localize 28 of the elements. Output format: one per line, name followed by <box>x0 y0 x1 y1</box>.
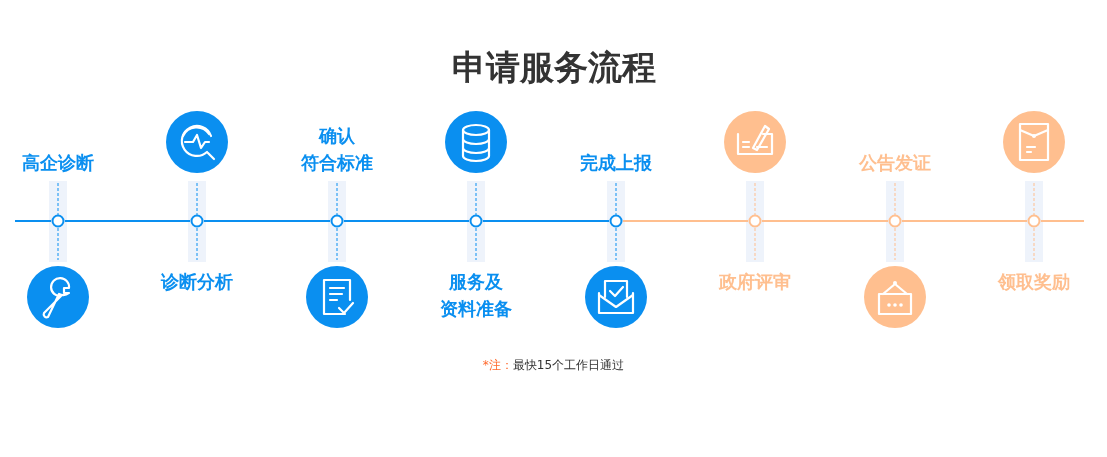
timeline-marker <box>1027 214 1041 228</box>
timeline-line <box>343 220 470 222</box>
timeline-line <box>1040 220 1085 222</box>
timeline-line <box>761 220 889 222</box>
timeline-marker <box>609 214 623 228</box>
step-label: 政府评审 <box>700 268 810 295</box>
timeline-line <box>901 220 1028 222</box>
timeline-marker <box>888 214 902 228</box>
step-label: 领取奖励 <box>979 268 1089 295</box>
timeline-line <box>14 220 52 222</box>
step-label: 确认符合标准 <box>282 122 392 176</box>
timeline-marker <box>748 214 762 228</box>
note-text: *注： <box>482 358 513 372</box>
timeline-line <box>622 220 749 222</box>
title: 申请服务流程 <box>450 46 657 89</box>
timeline-marker <box>51 214 65 228</box>
timeline-line <box>482 220 610 222</box>
step-label: 服务及资料准备 <box>421 268 531 322</box>
note-text: 最快15个工作日通过 <box>512 358 625 372</box>
timeline-line <box>203 220 331 222</box>
step-label: 高企诊断 <box>3 149 113 176</box>
timeline-marker <box>190 214 204 228</box>
timeline-marker <box>330 214 344 228</box>
step-label: 诊断分析 <box>142 268 252 295</box>
step-label: 公告发证 <box>840 149 950 176</box>
timeline-marker <box>469 214 483 228</box>
timeline-line <box>64 220 191 222</box>
step-label: 完成上报 <box>561 149 671 176</box>
